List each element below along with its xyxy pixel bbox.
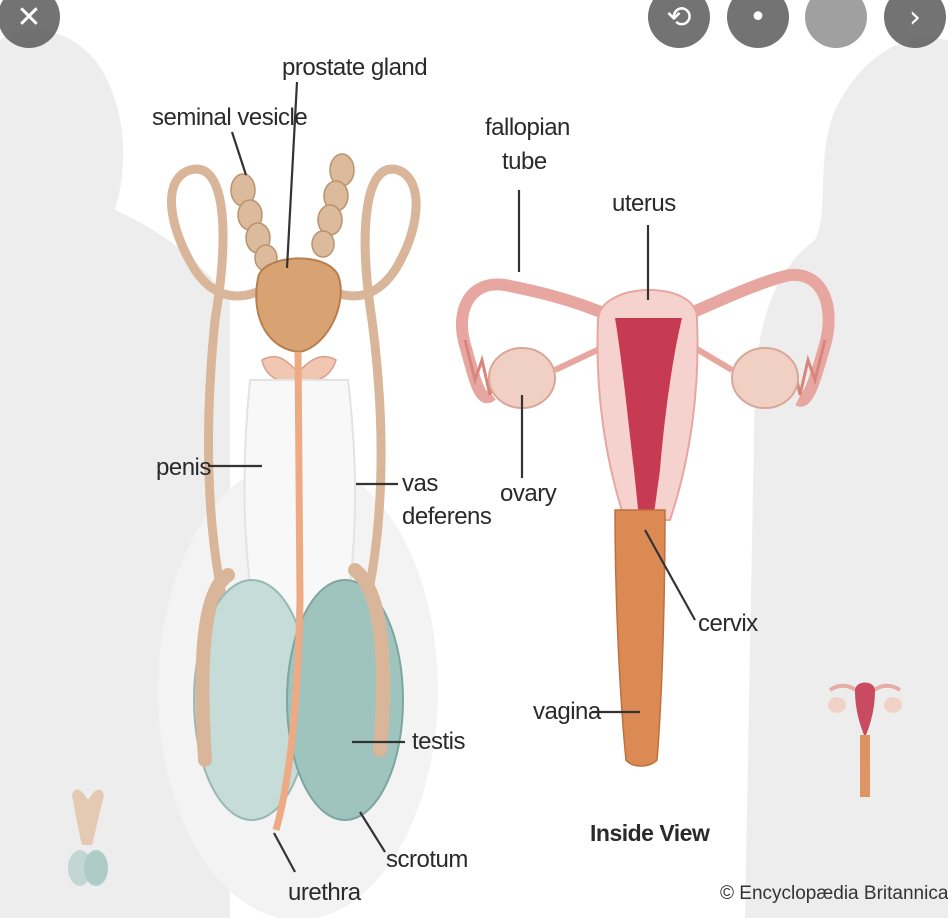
seminal-vesicle-right	[312, 154, 354, 257]
label-vas-deferens-line2: deferens	[402, 505, 491, 529]
label-cervix: cervix	[698, 612, 758, 636]
chevron-right-icon: ›	[884, 0, 946, 48]
save-button[interactable]	[805, 0, 867, 48]
close-button[interactable]: ✕	[0, 0, 60, 48]
prostate-gland	[256, 258, 341, 352]
next-button[interactable]: ›	[884, 0, 946, 48]
copyright-credit: © Encyclopædia Britannica, Inc.	[720, 884, 948, 903]
info-button[interactable]: •	[727, 0, 789, 48]
leader-seminal-vesicle	[232, 132, 246, 175]
close-icon: ✕	[0, 0, 60, 48]
label-ovary: ovary	[500, 482, 556, 506]
label-seminal-vesicle: seminal vesicle	[152, 106, 307, 130]
label-scrotum: scrotum	[386, 848, 468, 872]
share-icon: ⟲	[648, 0, 710, 48]
vagina-canal	[615, 510, 665, 766]
seminal-vesicle-left	[231, 174, 277, 271]
male-reproductive-organs	[171, 154, 416, 830]
label-prostate-gland: prostate gland	[282, 56, 427, 80]
female-body-silhouette	[745, 38, 948, 918]
label-inside-view: Inside View	[590, 822, 709, 845]
info-icon: •	[727, 0, 789, 48]
bookmark-icon	[805, 0, 867, 48]
label-fallopian-line1: fallopian	[485, 116, 570, 140]
label-testis: testis	[412, 730, 465, 754]
label-uterus: uterus	[612, 192, 676, 216]
share-button[interactable]: ⟲	[648, 0, 710, 48]
label-vagina: vagina	[533, 700, 601, 724]
label-penis: penis	[156, 456, 211, 480]
label-urethra: urethra	[288, 881, 361, 905]
ovary-right	[732, 348, 798, 408]
label-fallopian-line2: tube	[502, 150, 547, 174]
label-vas-deferens-line1: vas	[402, 472, 438, 496]
